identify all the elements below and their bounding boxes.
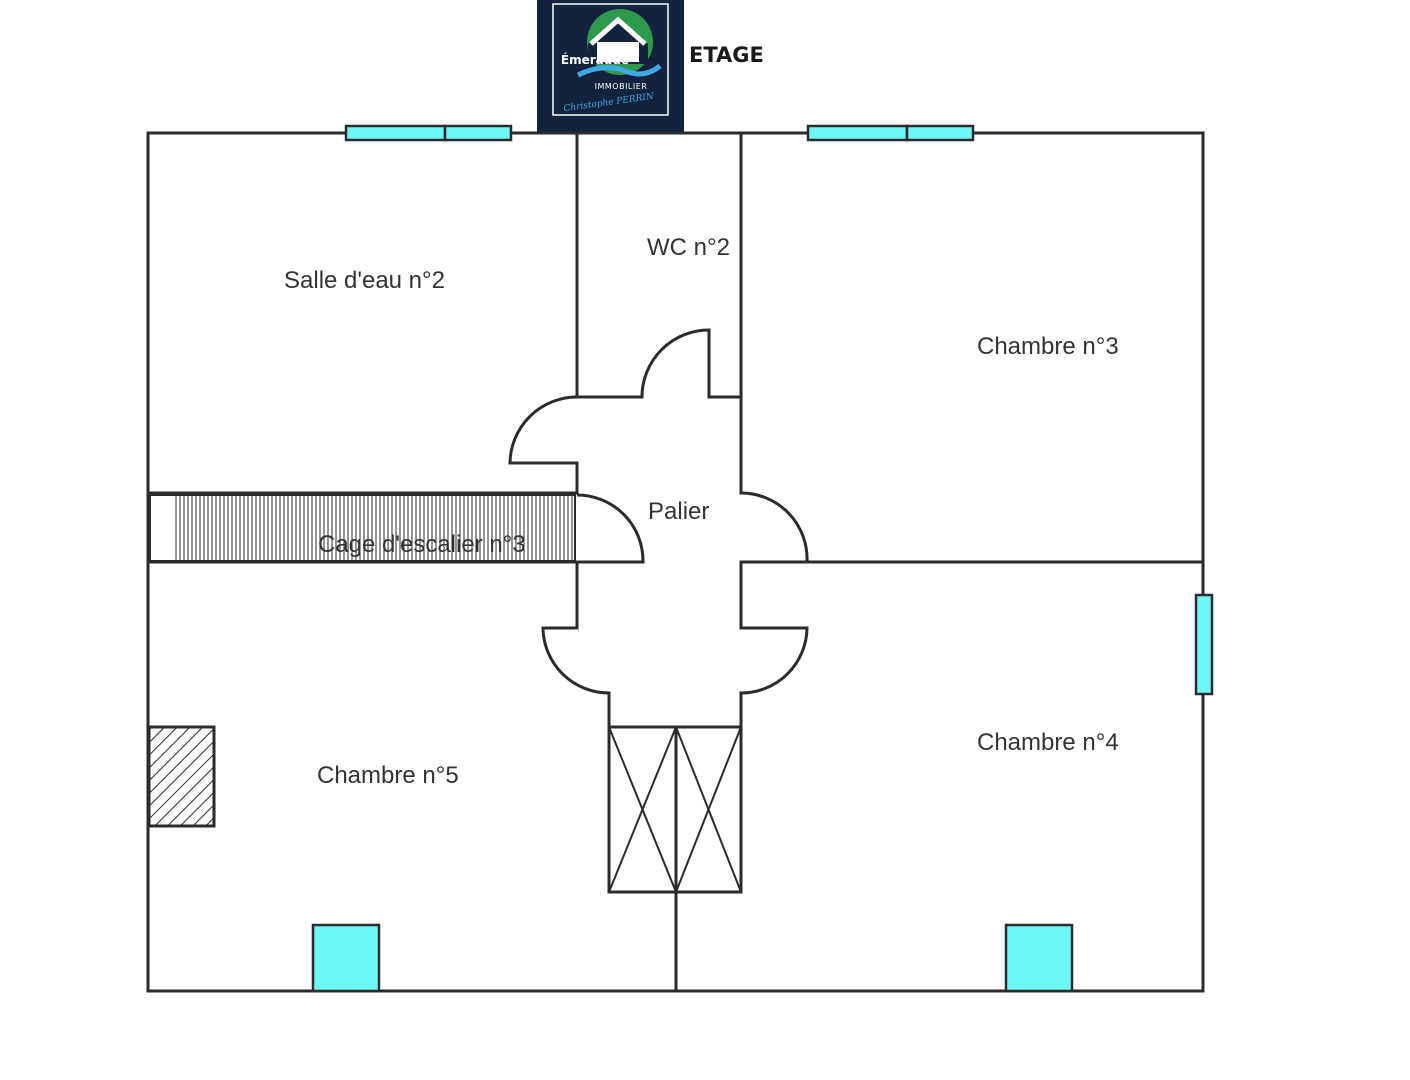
room-label-salle-deau: Salle d'eau n°2 xyxy=(284,267,445,294)
door-wc xyxy=(640,328,711,398)
room-label-escalier: Cage d'escalier n°3 xyxy=(318,531,526,558)
door-chambre4 xyxy=(740,626,809,695)
door-escalier xyxy=(576,493,645,564)
door-chambre5 xyxy=(541,626,610,695)
logo-brand-text: Émeraude xyxy=(561,52,629,67)
chimney-duct xyxy=(147,725,216,828)
closet xyxy=(607,725,743,894)
room-label-palier: Palier xyxy=(648,498,709,525)
room-label-chambre3: Chambre n°3 xyxy=(977,333,1119,360)
window-chambre3-left xyxy=(806,124,909,142)
windows xyxy=(311,124,1214,993)
logo-subtitle-text: IMMOBILIER xyxy=(595,82,648,91)
window-salle-deau-right xyxy=(443,124,513,142)
window-chambre4-side xyxy=(1194,593,1214,696)
room-label-chambre5: Chambre n°5 xyxy=(317,762,459,789)
window-salle-deau-left xyxy=(344,124,447,142)
staircase xyxy=(149,494,576,562)
doors xyxy=(508,328,809,695)
room-label-chambre4: Chambre n°4 xyxy=(977,729,1119,756)
door-salle-deau xyxy=(508,395,578,465)
agency-logo: Émeraude IMMOBILIER Christophe PERRIN xyxy=(537,0,684,133)
floor-title: ETAGE xyxy=(689,43,764,67)
door-chambre3 xyxy=(740,491,809,564)
skylight-chambre5 xyxy=(311,923,381,993)
window-chambre3-right xyxy=(905,124,975,142)
skylight-chambre4 xyxy=(1004,923,1074,993)
room-label-wc: WC n°2 xyxy=(647,234,730,261)
